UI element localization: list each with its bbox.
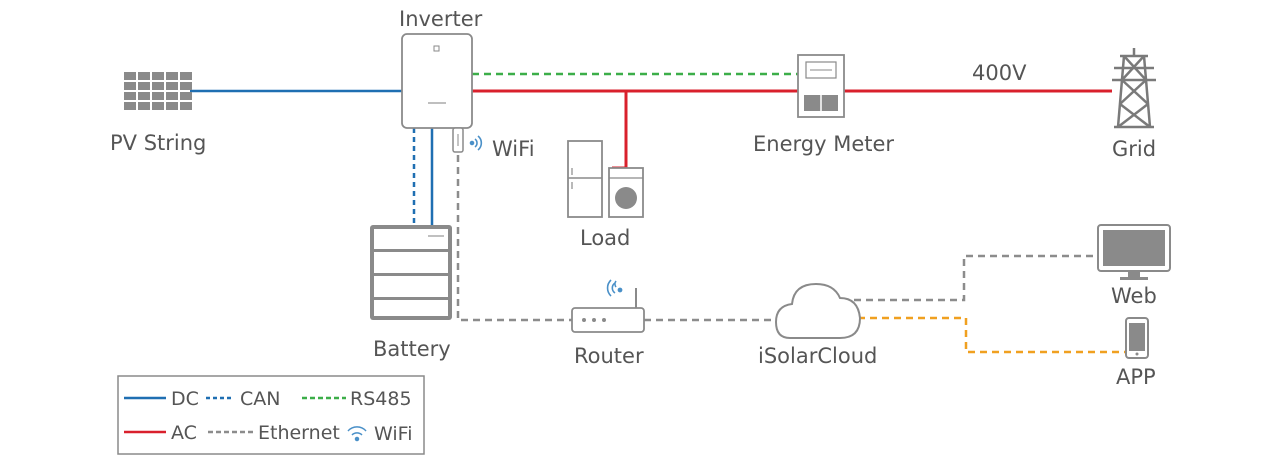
inverter-label: Inverter: [399, 7, 483, 31]
app-label: APP: [1116, 365, 1156, 389]
monitor-icon: [1097, 224, 1171, 280]
legend: DC CAN RS485 AC Ethernet WiFi: [117, 375, 425, 455]
legend-ac-label: AC: [171, 422, 197, 444]
legend-dc-label: DC: [171, 388, 199, 410]
router-label: Router: [574, 344, 644, 368]
router-icon: [571, 288, 645, 333]
pv-string-icon: [124, 72, 192, 110]
router-wifi-icon: [606, 279, 623, 297]
battery-label: Battery: [373, 337, 451, 361]
app-line: [858, 316, 1126, 354]
voltage-label: 400V: [972, 61, 1027, 85]
energy-meter-icon: [797, 54, 845, 118]
ethernet-line-web: [854, 254, 1098, 302]
phone-icon: [1125, 317, 1149, 359]
wifi-dongle-icon: [452, 127, 464, 153]
wifi-signal-icon: [469, 135, 483, 151]
legend-can-label: CAN: [240, 388, 280, 410]
ac-line-load: [612, 91, 628, 170]
load-fridge-icon: [567, 140, 603, 218]
legend-wifi-label: WiFi: [374, 423, 412, 445]
legend-rs485-label: RS485: [350, 388, 412, 410]
energy-meter-label: Energy Meter: [753, 132, 894, 156]
pv-string-label: PV String: [110, 131, 206, 155]
ethernet-line-router: [456, 155, 572, 322]
inverter-icon: [401, 33, 473, 129]
legend-wifi-icon: [347, 426, 367, 442]
battery-icon: [370, 225, 452, 320]
wifi-label: WiFi: [492, 137, 535, 161]
cloud-icon: [774, 282, 862, 339]
grid-tower-icon: [1112, 48, 1156, 129]
grid-label: Grid: [1112, 137, 1156, 161]
load-washer-icon: [608, 167, 644, 218]
cloud-label: iSolarCloud: [758, 344, 877, 368]
legend-ethernet-label: Ethernet: [258, 422, 340, 444]
load-label: Load: [580, 226, 630, 250]
web-label: Web: [1111, 284, 1157, 308]
